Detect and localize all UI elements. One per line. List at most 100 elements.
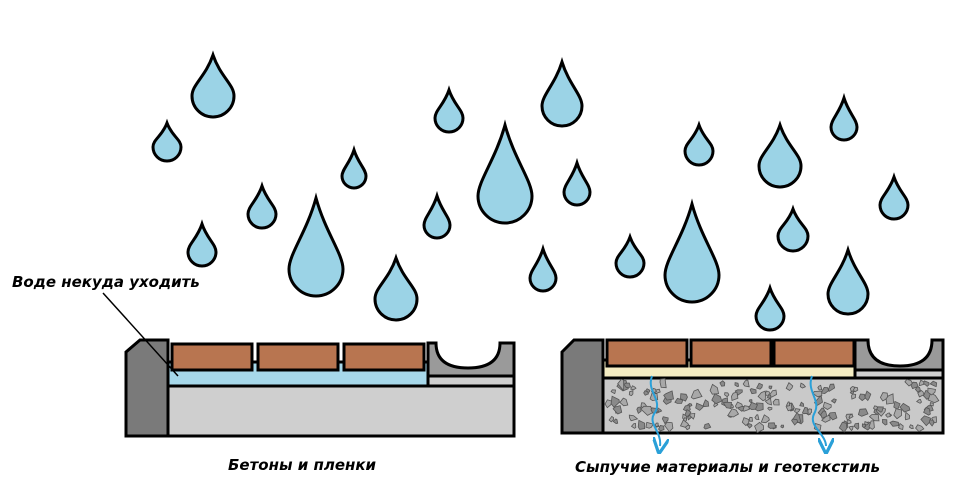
raindrop-icon [287,192,345,298]
gravel-stone [931,416,937,424]
gravel-stone [756,382,763,390]
gravel-stone [785,382,794,392]
curb-left [124,338,170,438]
gravel-stone [846,419,852,425]
gravel-stone [929,402,934,407]
gravel-stone [703,423,712,430]
gravel-stone [780,424,785,429]
gravel-stone [910,381,919,390]
gravel-stone [821,414,831,423]
gravel-stone [830,398,837,404]
gravel-stone [734,401,744,409]
gravel-stone [889,420,900,427]
gravel-stone [898,422,904,431]
raindrop-icon [754,283,786,332]
gravel-stone [734,389,743,396]
gravel-stone [748,401,759,411]
gravel-stone [864,390,872,402]
gravel-stone [690,388,703,400]
gravel-stone [848,413,854,419]
arrow-down-icon [649,375,660,446]
gravel-stone [711,393,723,405]
gravel-stone [630,385,637,391]
gravel-stone [920,415,932,427]
gravel-stone [923,380,930,387]
brick [772,338,856,368]
gravel-stone [749,388,757,395]
gravel-stone [882,418,888,426]
gravel-stone [858,393,866,402]
gravel-stone [828,383,836,393]
raindrop-icon [776,204,810,253]
caption-concrete-films: Бетоны и пленки [228,456,377,474]
gravel-stone [820,386,830,395]
gravel-stone [619,397,629,407]
gravel-stone [742,378,750,388]
gravel-stone [893,408,903,420]
gravel-stone [654,422,659,427]
gravel-stone [764,397,772,406]
gravel-stone [927,387,936,396]
raindrop-icon [528,243,558,293]
gravel-stone [659,378,667,389]
gravel-stone [612,418,619,425]
raindrop-icon [829,92,859,142]
gravel-stone [617,378,625,392]
raindrop-icon [614,232,646,279]
gravel-stone [822,401,832,410]
gravel-stone [923,407,931,416]
raindrop-icon [246,181,278,230]
left-cross-section [124,338,516,438]
brick [256,342,340,372]
raindrops-group [151,50,910,332]
gravel-stone [915,424,925,433]
brick [605,338,689,368]
brick [342,342,426,372]
gravel-stone [899,402,911,413]
raindrop-icon [826,244,870,316]
raindrop-icon [683,120,715,167]
raindrop-icon [373,253,419,322]
gravel-stone [852,386,859,393]
water-no-exit-label: Воде некуда уходить [12,273,200,291]
gravel-stone [801,406,809,415]
raindrop-icon [190,50,236,119]
concrete-base [166,384,516,438]
gravel-stone [861,423,866,428]
gravel-stone [623,382,632,389]
gravel-stone [767,422,777,429]
gravel-stone [680,393,688,402]
gravel-stone [746,423,753,429]
gravel-stone [908,424,914,430]
curb-right [560,338,605,435]
gravel-stone [838,421,848,433]
gravel-stone [885,412,891,418]
gravel-stone [794,408,801,414]
gravel-stone [637,419,646,430]
gravel-stone [734,382,740,388]
gravel-stone [658,425,665,432]
gravel-stone [885,393,894,405]
gravel-stone [640,405,653,416]
gravel-stone [766,393,772,399]
gravel-stone [914,386,921,393]
gravel-stone [741,417,750,427]
gravel-stone [760,414,770,424]
gravel-stone [927,392,940,404]
gravel-stone [661,416,669,425]
gravel-stone [724,392,730,398]
gravel-stone [799,382,807,389]
gutter-base [426,374,516,388]
raindrop-icon [757,120,803,189]
gravel-stone [643,390,650,396]
gravel-stone [791,418,799,426]
raindrop-icon [340,145,368,190]
gravel-stone [827,411,838,421]
gravel-stone [688,412,696,420]
gravel-stone [663,390,674,401]
gravel-stone [628,414,639,422]
raindrop-icon [476,119,534,225]
label-pointer-line [102,292,179,377]
brick [689,338,773,368]
gravel-stone [757,390,767,402]
